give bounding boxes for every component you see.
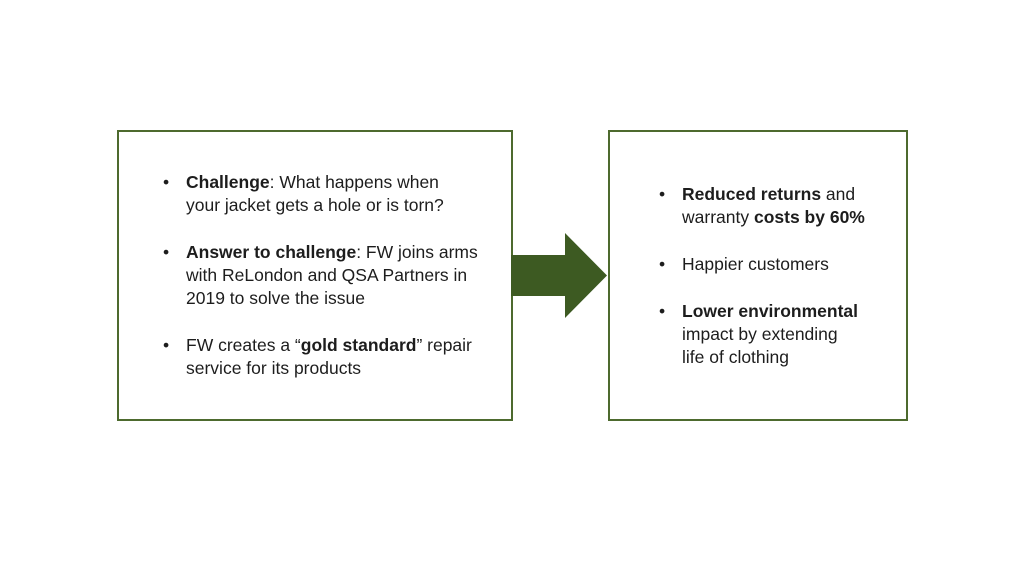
results-box: Reduced returns and warranty costs by 60…: [608, 130, 908, 421]
bullet-item: Happier customers: [657, 253, 896, 276]
bullet-item: Lower environmental impact by extending …: [657, 300, 896, 369]
bullet-item: Challenge: What happens when your jacket…: [161, 171, 501, 217]
bullet-item: Answer to challenge: FW joins arms with …: [161, 241, 501, 310]
challenge-bullet-list: Challenge: What happens when your jacket…: [119, 171, 511, 380]
challenge-box: Challenge: What happens when your jacket…: [117, 130, 513, 421]
results-bullet-list: Reduced returns and warranty costs by 60…: [610, 183, 906, 369]
bullet-item: Reduced returns and warranty costs by 60…: [657, 183, 896, 229]
right-arrow-icon: [511, 233, 607, 318]
bullet-item: FW creates a “gold standard” repair serv…: [161, 334, 501, 380]
